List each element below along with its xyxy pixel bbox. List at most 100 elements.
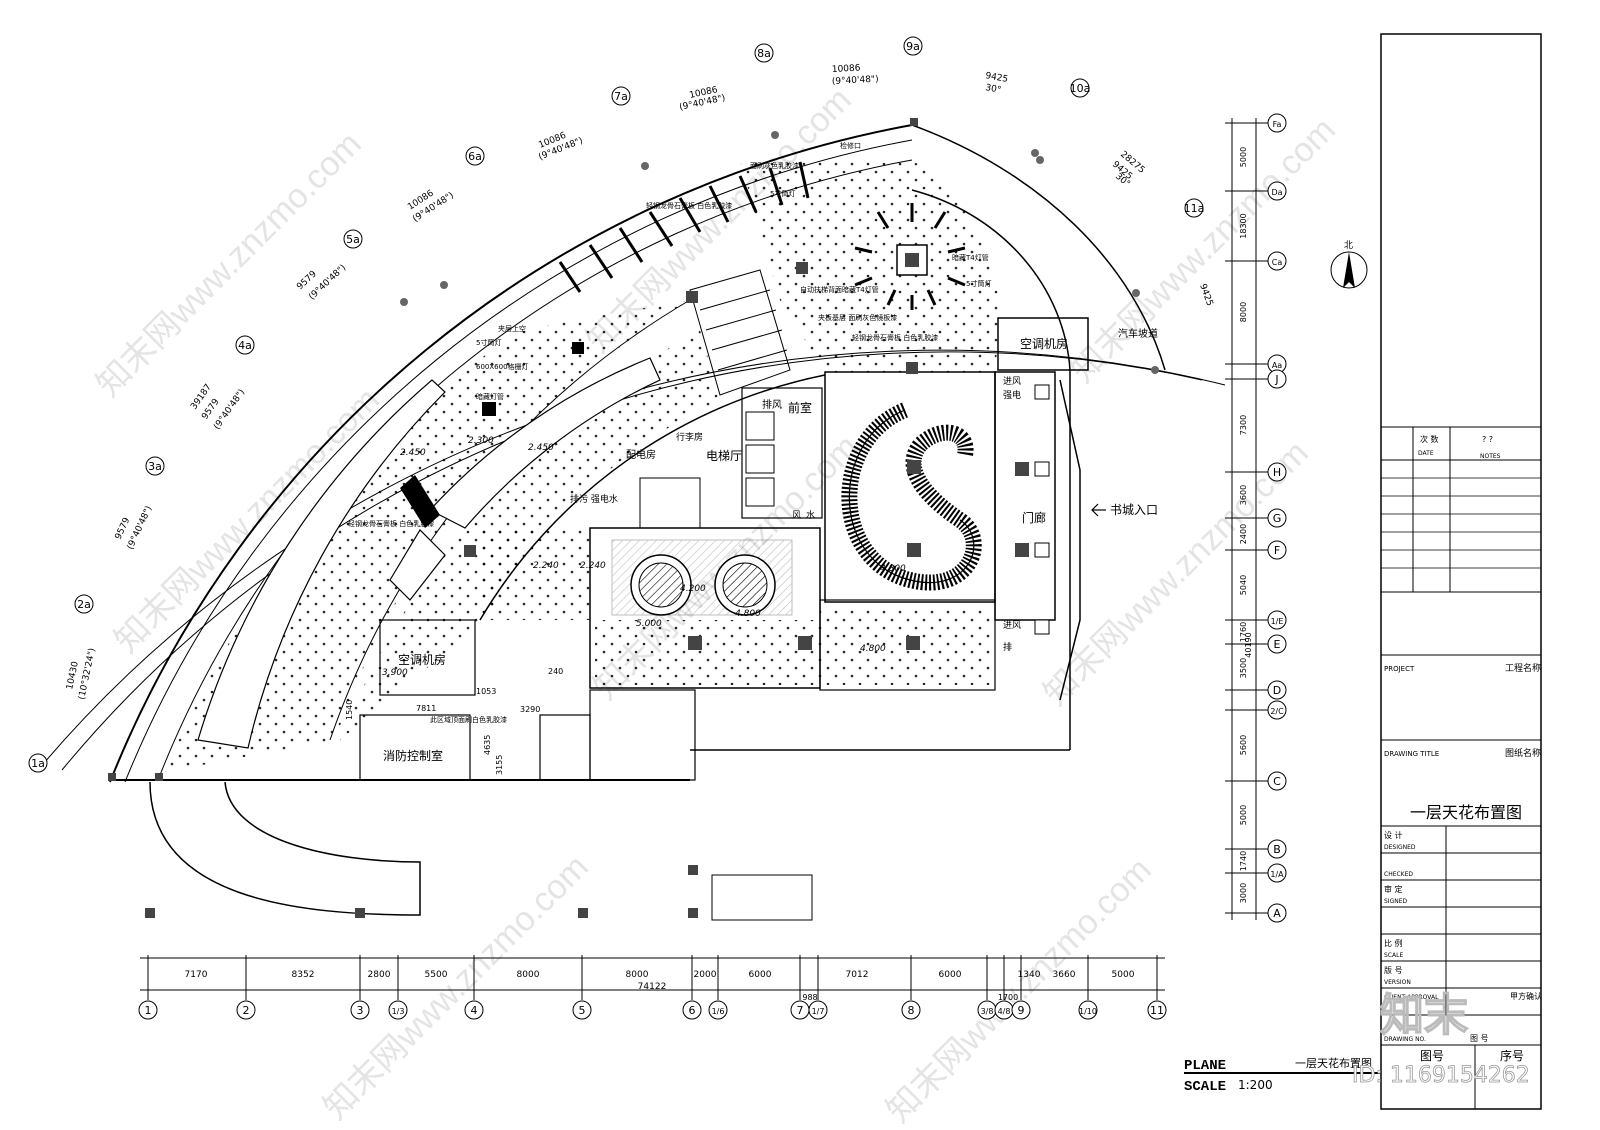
axis-bubble: A xyxy=(1225,903,1287,923)
svg-text:5a: 5a xyxy=(346,233,360,246)
scale-label: SCALE xyxy=(1184,1079,1226,1095)
dimension-label: 2400 xyxy=(1239,524,1248,544)
svg-text:(9°40'48"): (9°40'48") xyxy=(832,75,879,87)
watermark-id: ID: 1169154262 xyxy=(1352,1063,1530,1088)
right-axis-markers: FaDaCaAaJHGF1/EED2/CCB1/AA50001830080007… xyxy=(1225,113,1287,923)
entrance-arrow xyxy=(1091,503,1106,517)
axis-label: 6 xyxy=(689,1004,696,1017)
axis-label: E xyxy=(1274,638,1281,651)
svg-text:3155: 3155 xyxy=(495,755,504,775)
svg-text:8a: 8a xyxy=(757,47,771,60)
svg-text:1a: 1a xyxy=(31,757,45,770)
aircon-room-box xyxy=(997,317,1089,371)
right-dimension-chain xyxy=(1231,118,1257,920)
svg-text:面刷灰色乳胶漆: 面刷灰色乳胶漆 xyxy=(750,161,799,170)
svg-text:NOTES: NOTES xyxy=(1480,453,1501,460)
dimension-label: 3660 xyxy=(1053,970,1076,980)
axis-bubble: 7a xyxy=(611,86,631,106)
room-supply-air: 进风 xyxy=(1003,376,1021,387)
axis-bubble: 2a xyxy=(74,594,94,614)
svg-text:10a: 10a xyxy=(1070,82,1091,95)
facade-columns xyxy=(400,131,1159,374)
axis-label: Da xyxy=(1271,188,1282,197)
axis-bubble: 1/7 xyxy=(808,955,828,1020)
svg-text:CLIENT APPROVAL: CLIENT APPROVAL xyxy=(1384,994,1439,1001)
axis-bubble: E xyxy=(1225,634,1287,654)
escalator-bottom xyxy=(711,874,813,921)
axis-label: 11 xyxy=(1150,1004,1164,1017)
axis-bubble: 4 xyxy=(464,955,484,1020)
axis-bubble: 3/8 xyxy=(977,955,997,1020)
light-grid-layer xyxy=(165,160,1000,772)
axis-label: Ca xyxy=(1272,258,1283,267)
svg-text:审 定: 审 定 xyxy=(1384,884,1403,894)
svg-text:5寸筒灯: 5寸筒灯 xyxy=(966,279,991,288)
svg-text:1540: 1540 xyxy=(345,700,354,720)
svg-text:设 计: 设 计 xyxy=(1384,830,1403,840)
svg-text:? ?: ? ? xyxy=(1482,435,1493,444)
svg-text:此区域顶面刷白色乳胶漆: 此区域顶面刷白色乳胶漆 xyxy=(430,715,507,724)
svg-text:比 例: 比 例 xyxy=(1384,938,1403,948)
radial-fan xyxy=(854,203,966,310)
axis-label: 7 xyxy=(797,1004,804,1017)
axis-label: A xyxy=(1273,907,1281,920)
svg-text:检修口: 检修口 xyxy=(840,141,861,150)
axis-bubble: 11a xyxy=(1184,198,1204,218)
svg-text:(9°40'48"): (9°40'48") xyxy=(126,505,155,552)
room-water: 水 xyxy=(806,509,815,521)
dimension-label: 1740 xyxy=(1239,851,1248,871)
axis-bubble: 11 xyxy=(1147,955,1167,1020)
room-car-ramp: 汽车坡道 xyxy=(1118,327,1158,340)
svg-text:4.800: 4.800 xyxy=(880,564,906,574)
dimension-label: 3500 xyxy=(1239,658,1248,678)
room-distribution: 配电房 xyxy=(626,448,656,461)
svg-text:自动扶梯背面暗藏T4灯管: 自动扶梯背面暗藏T4灯管 xyxy=(800,285,879,294)
dimension-label: 5000 xyxy=(1239,147,1248,167)
room-aircon-left: 空调机房 xyxy=(398,652,446,667)
lower-block-2 xyxy=(589,689,696,781)
svg-text:3a: 3a xyxy=(148,460,162,473)
stair-block-bottom xyxy=(539,714,591,781)
svg-text:DRAWING NO.: DRAWING NO. xyxy=(1384,1036,1426,1043)
svg-text:10430: 10430 xyxy=(65,660,81,690)
svg-text:工程名称: 工程名称 xyxy=(1505,662,1541,674)
dimension-label: 5600 xyxy=(1239,735,1248,755)
svg-text:4a: 4a xyxy=(238,339,252,352)
svg-text:9425: 9425 xyxy=(1197,283,1214,308)
axis-bubble: 6 xyxy=(682,955,702,1020)
axis-bubble: 1/A xyxy=(1225,863,1287,883)
axis-bubble: 6a xyxy=(465,146,485,166)
svg-text:600X600格栅灯: 600X600格栅灯 xyxy=(476,362,529,371)
total-dimension-label: 74122 xyxy=(638,982,667,992)
svg-text:夹板基层 面刷灰色镜板漆: 夹板基层 面刷灰色镜板漆 xyxy=(818,313,897,322)
total-dimension-label: 40190 xyxy=(1244,632,1253,657)
svg-text:2.450: 2.450 xyxy=(528,443,554,453)
dimension-label: 6000 xyxy=(749,970,772,980)
axis-bubble: Da xyxy=(1225,181,1287,201)
ramp-outer-arc xyxy=(911,124,1166,371)
north-arrow: 北 xyxy=(1330,240,1368,289)
dimension-label: 2000 xyxy=(694,970,717,980)
dimension-label: 3000 xyxy=(1239,883,1248,903)
dimension-label: 988 xyxy=(802,993,817,1002)
axis-label: F xyxy=(1274,544,1280,557)
central-skylight-inner xyxy=(905,253,919,267)
room-aircon-top: 空调机房 xyxy=(1020,336,1068,351)
axis-label: 4 xyxy=(471,1004,478,1017)
axis-bubble: H xyxy=(1225,462,1287,482)
axis-label: 4/8 xyxy=(998,1007,1011,1016)
dimension-label: 8000 xyxy=(626,970,649,980)
fire-control-block xyxy=(359,714,471,781)
svg-text:5.000: 5.000 xyxy=(636,619,662,629)
axis-bubble: 1a xyxy=(28,753,48,773)
axis-bubble: 1/3 xyxy=(388,955,408,1020)
dimension-label: 8000 xyxy=(1239,302,1248,322)
svg-text:(9°40'48"): (9°40'48") xyxy=(307,263,348,302)
axis-bubble: 2/C xyxy=(1225,700,1287,720)
dimension-label: 1700 xyxy=(998,993,1018,1002)
svg-text:暗藏T4灯管: 暗藏T4灯管 xyxy=(952,253,989,262)
svg-text:次 数: 次 数 xyxy=(1420,434,1439,444)
svg-text:北: 北 xyxy=(1344,240,1353,251)
